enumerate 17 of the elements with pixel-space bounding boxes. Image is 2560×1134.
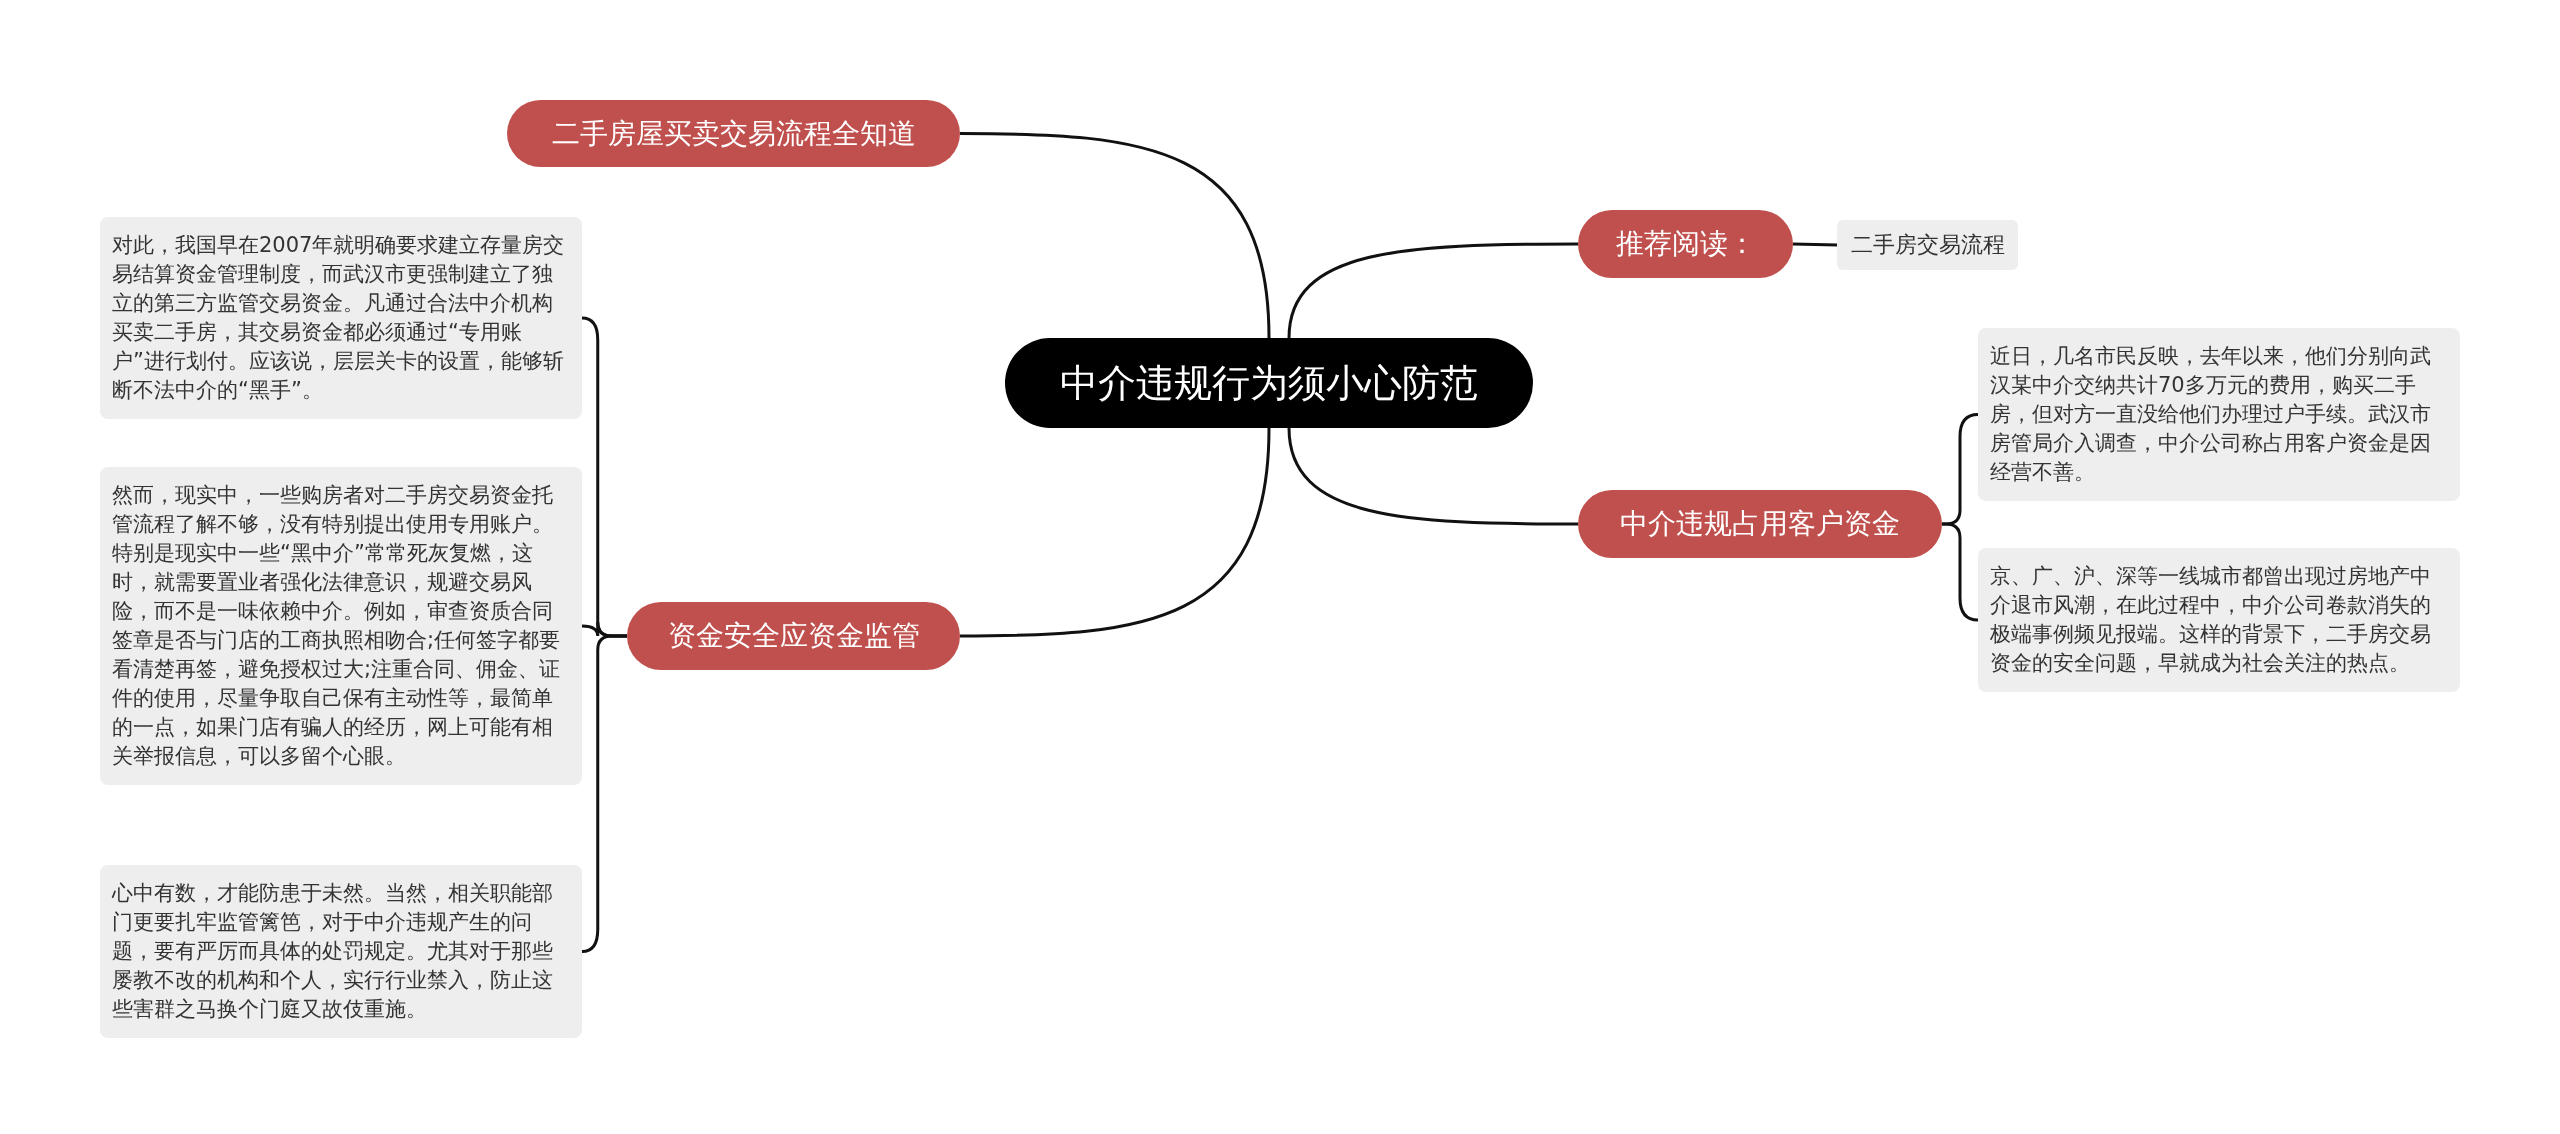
topic-pill: 资金安全应资金监管: [627, 602, 960, 670]
connector-line: [960, 132, 1271, 339]
connector-line: [1792, 242, 1838, 247]
connector-line: [1287, 427, 1578, 526]
note-box: 近日，几名市民反映，去年以来，他们分别向武汉某中介交纳共计70多万元的费用，购买二手房，但对方一直没给他们办理过户手续。武汉市房管局介入调查，中介公司称占用客户资金是因经营不善。: [1978, 328, 2460, 501]
topic-pill: 推荐阅读：: [1578, 210, 1793, 278]
connector-line: [960, 427, 1271, 638]
note-box: 对此，我国早在2007年就明确要求建立存量房交易结算资金管理制度，而武汉市更强制建立了独立的第三方监管交易资金。凡通过合法中介机构买卖二手房，其交易资金都必须通过“专用账户”进行划付。应该说，层层关卡的设置，能够斩断不法中介的“黑手”。: [100, 217, 582, 419]
connector-line: [1287, 242, 1578, 339]
central-topic: 中介违规行为须小心防范: [1005, 338, 1533, 428]
topic-pill: 二手房屋买卖交易流程全知道: [507, 100, 960, 167]
topic-pill: 中介违规占用客户资金: [1578, 490, 1942, 558]
note-box: 然而，现实中，一些购房者对二手房交易资金托管流程了解不够，没有特别提出使用专用账户。特别是现实中一些“黑中介”常常死灰复燃，这时，就需要置业者强化法律意识，规避交易风险，而不是一味依赖中介。例如，审查资质合同签章是否与门店的工商执照相吻合;任何签字都要看清楚再签，避免授权过大;注重合同、佣金、证件的使用，尽量争取自己保有主动性等，最简单的一点，如果门店有骗人的经历，网上可能有相关举报信息，可以多留个心眼。: [100, 467, 582, 785]
connector-line: [581, 634, 627, 953]
note-box: 心中有数，才能防患于未然。当然，相关职能部门更要扎牢监管篱笆，对于中介违规产生的问题，要有严厉而具体的处罚规定。尤其对于那些屡教不改的机构和个人，实行行业禁入，防止这些害群之马换个门庭又故伎重施。: [100, 865, 582, 1038]
link-tag: 二手房交易流程: [1837, 220, 2018, 270]
note-box: 京、广、沪、深等一线城市都曾出现过房地产中介退市风潮，在此过程中，中介公司卷款消失的极端事例频见报端。这样的背景下，二手房交易资金的安全问题，早就成为社会关注的热点。: [1978, 548, 2460, 692]
